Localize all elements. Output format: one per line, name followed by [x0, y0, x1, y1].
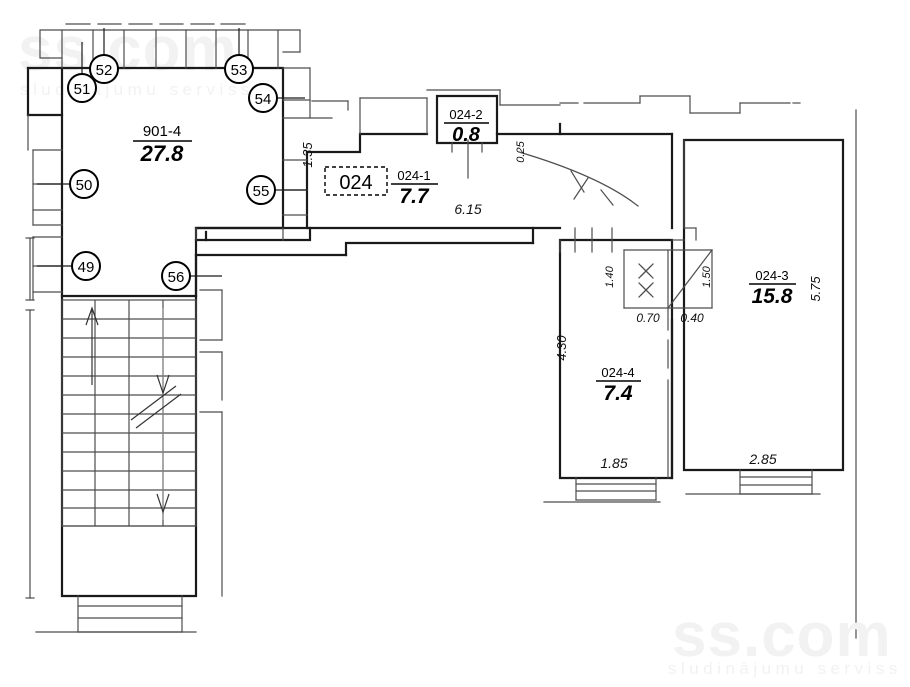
marker-label: 49: [78, 259, 95, 276]
dimension-label: 2.85: [748, 451, 776, 467]
marker-label: 51: [74, 81, 91, 98]
element-markers: 51 52 53 54 50: [37, 28, 307, 291]
dimension-label: 0.40: [680, 311, 704, 325]
dimension-label: 1.85: [600, 455, 627, 471]
marker-56[interactable]: 56: [161, 261, 222, 291]
marker-53[interactable]: 53: [224, 28, 254, 84]
marker-55[interactable]: 55: [246, 175, 307, 205]
room-label-024-2: 024-2 0.8: [444, 107, 489, 146]
room-area: 7.4: [603, 382, 633, 405]
marker-label: 54: [255, 91, 272, 108]
dimension-label: 1.40: [604, 265, 616, 287]
room-area: 15.8: [752, 285, 793, 308]
apartment-number-tag: 024: [324, 166, 388, 196]
room-area: 7.7: [399, 185, 430, 208]
marker-50[interactable]: 50: [37, 169, 99, 199]
room-code: 901-4: [143, 123, 181, 140]
room-code: 024-1: [397, 168, 430, 183]
room-code: 024-3: [755, 268, 788, 283]
marker-51[interactable]: 51: [67, 42, 97, 103]
dimension-label: 1.50: [701, 265, 713, 287]
room-label-024-3: 024-3 15.8: [749, 268, 796, 308]
marker-label: 55: [253, 183, 270, 200]
room-labels: 901-4 27.8 024-1 7.7 024-2 0.8 024-3 15.…: [133, 107, 796, 405]
room-label-024-4: 024-4 7.4: [596, 365, 641, 405]
room-area: 27.8: [140, 141, 185, 166]
room-code: 024-4: [601, 365, 634, 380]
dimension-label: 1.35: [300, 142, 315, 168]
marker-49[interactable]: 49: [37, 251, 101, 281]
room-area: 0.8: [452, 124, 481, 146]
dimension-label: 5.75: [808, 276, 823, 302]
apartment-number: 024: [339, 172, 372, 194]
room-label-024-1: 024-1 7.7: [391, 168, 438, 208]
dimension-label: 4.30: [554, 335, 569, 361]
marker-label: 52: [96, 62, 113, 79]
marker-label: 56: [168, 269, 185, 286]
marker-label: 53: [231, 62, 248, 79]
dimension-label: 6.15: [454, 201, 481, 217]
dimension-labels: 1.35 6.15 0.25 1.40 1.50 0.70 0.40 4.30 …: [300, 140, 823, 471]
room-code: 024-2: [449, 107, 482, 122]
dimension-label: 0.70: [636, 311, 660, 325]
marker-54[interactable]: 54: [248, 83, 305, 113]
marker-52[interactable]: 52: [89, 28, 119, 84]
wall-thin-lines: [25, 23, 857, 639]
room-label-901-4: 901-4 27.8: [133, 123, 192, 166]
dimension-label: 0.25: [515, 140, 527, 162]
staircase: [61, 299, 197, 527]
marker-label: 50: [76, 177, 93, 194]
